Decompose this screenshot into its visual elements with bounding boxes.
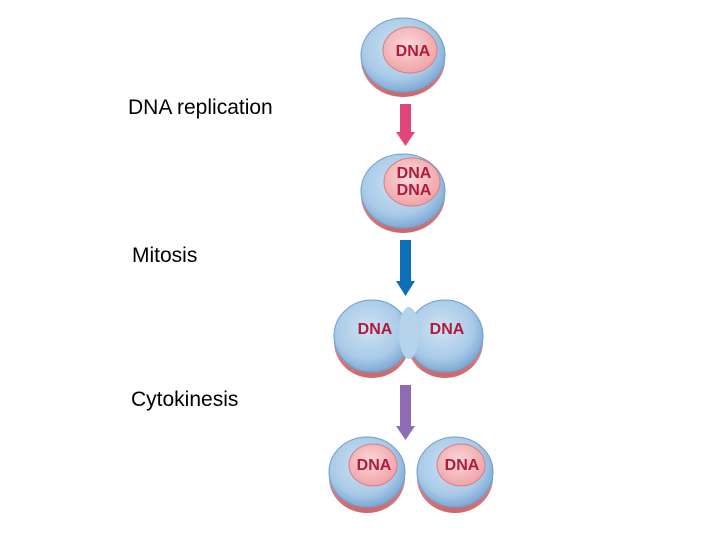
nucleus <box>383 157 441 207</box>
dna-label: DNA <box>445 457 480 474</box>
label-dna-replication: DNA replication <box>128 96 273 119</box>
arrow-mitosis <box>396 240 415 296</box>
dna-label: DNA <box>357 457 392 474</box>
label-mitosis: Mitosis <box>132 244 198 267</box>
arrow-replication <box>396 104 415 146</box>
daughter-cell-left: DNA <box>328 436 406 513</box>
daughter-cell-right: DNA <box>416 436 494 513</box>
nucleus <box>382 26 438 74</box>
replicated-cell: DNA DNA <box>360 153 446 233</box>
dna-label-right: DNA <box>430 321 465 338</box>
dna-label-1: DNA <box>397 165 432 182</box>
nucleus <box>436 443 486 487</box>
mitosis-cell: DNA DNA <box>333 299 484 378</box>
dna-label-left: DNA <box>358 321 393 338</box>
arrow-cytokinesis <box>396 385 415 440</box>
parent-cell: DNA <box>360 17 446 97</box>
dna-label-2: DNA <box>397 182 432 199</box>
dna-label: DNA <box>396 43 431 60</box>
label-cytokinesis: Cytokinesis <box>131 388 239 411</box>
nucleus <box>348 443 398 487</box>
